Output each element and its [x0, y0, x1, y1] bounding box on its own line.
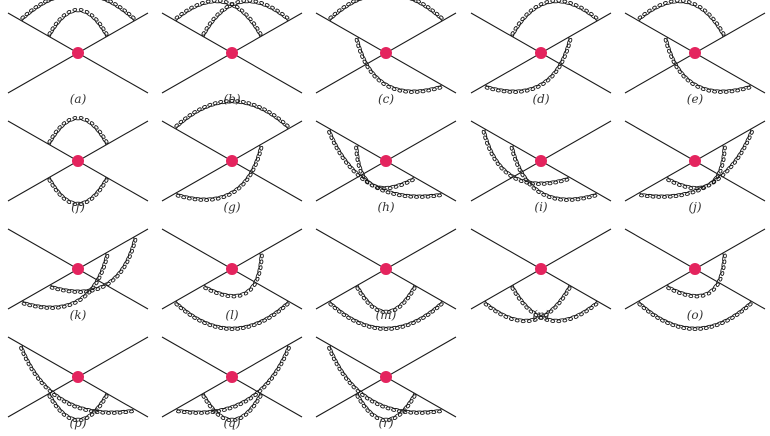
diagram-11: (k) [7, 228, 149, 322]
diagram-label: (p) [69, 416, 86, 430]
diagram-label: (e) [687, 92, 704, 106]
gluon-line [328, 300, 444, 331]
diagram-12: (l) [161, 228, 303, 331]
diagram-label: (q) [223, 416, 240, 430]
gluon-line [355, 284, 417, 314]
diagram-4: (d) [470, 0, 612, 106]
vertex-dot [226, 47, 238, 59]
gluon-line [201, 0, 290, 38]
diagram-label: (k) [70, 308, 87, 322]
diagram-6: (f) [7, 116, 149, 214]
vertex-dot [72, 155, 84, 167]
diagram-label: (r) [378, 416, 393, 430]
gluon-line [354, 144, 415, 191]
diagram-label: (a) [70, 92, 87, 106]
gluon-line [483, 284, 572, 324]
diagram-label: (b) [223, 92, 240, 106]
gluon-line [354, 36, 443, 94]
vertex-dot [72, 263, 84, 275]
gluon-line [47, 392, 109, 422]
gluon-line [20, 0, 136, 22]
vertex-dot [535, 155, 547, 167]
diagram-17: (q) [161, 336, 303, 430]
diagram-label: (g) [223, 200, 240, 214]
gluon-line [175, 144, 264, 202]
vertex-dot [535, 263, 547, 275]
gluon-line [510, 0, 599, 38]
gluon-line [509, 144, 598, 202]
diagram-label: (n) [532, 308, 549, 322]
vertex-dot [380, 263, 392, 275]
diagram-label: (m) [376, 308, 397, 322]
vertex-dot [689, 263, 701, 275]
gluon-line [47, 8, 109, 38]
diagram-label: (h) [377, 200, 394, 214]
vertex-dot [226, 371, 238, 383]
vertex-dot [226, 263, 238, 275]
diagram-2: (b) [161, 0, 303, 106]
vertex-dot [380, 371, 392, 383]
vertex-dot [689, 47, 701, 59]
diagram-label: (j) [688, 200, 701, 214]
diagram-18: (r) [315, 336, 457, 430]
gluon-line [510, 284, 599, 324]
gluon-line [174, 0, 263, 38]
vertex-dot [380, 47, 392, 59]
gluon-line [484, 36, 573, 94]
gluon-line [666, 144, 727, 191]
vertex-dot [72, 47, 84, 59]
diagram-label: (f) [71, 200, 85, 214]
vertex-dot [689, 155, 701, 167]
diagram-label: (c) [378, 92, 394, 106]
diagram-14: (n) [470, 228, 612, 324]
diagram-3: (c) [315, 0, 457, 106]
gluon-line [47, 116, 109, 146]
diagram-label: (o) [687, 308, 704, 322]
gluon-line [663, 36, 752, 94]
diagram-15: (o) [624, 228, 766, 331]
gluon-line [47, 176, 109, 206]
gluon-line [327, 344, 443, 415]
gluon-line [637, 0, 726, 38]
gluon-line [666, 252, 727, 299]
gluon-line [355, 392, 417, 422]
vertex-dot [226, 155, 238, 167]
diagram-label: (l) [225, 308, 239, 322]
vertex-dot [72, 371, 84, 383]
vertex-dot [380, 155, 392, 167]
gluon-line [174, 300, 290, 331]
gluon-line [637, 300, 753, 331]
gluon-line [481, 128, 570, 186]
gluon-line [201, 392, 263, 422]
gluon-line [175, 344, 291, 415]
diagram-13: (m) [315, 228, 457, 331]
diagram-8: (h) [315, 120, 457, 214]
diagram-label: (i) [534, 200, 548, 214]
diagram-5: (e) [624, 0, 766, 106]
vertex-dot [535, 47, 547, 59]
diagram-1: (a) [7, 0, 149, 106]
gluon-line [174, 99, 290, 130]
gluon-line [19, 344, 135, 415]
gluon-line [203, 252, 264, 299]
gluon-line [328, 0, 444, 22]
diagram-9: (i) [470, 120, 612, 214]
diagram-7: (g) [161, 99, 303, 214]
gluon-line [21, 252, 110, 310]
diagram-label: (d) [532, 92, 549, 106]
diagram-16: (p) [7, 336, 149, 430]
gluon-line [49, 236, 138, 294]
diagram-10: (j) [624, 120, 766, 214]
